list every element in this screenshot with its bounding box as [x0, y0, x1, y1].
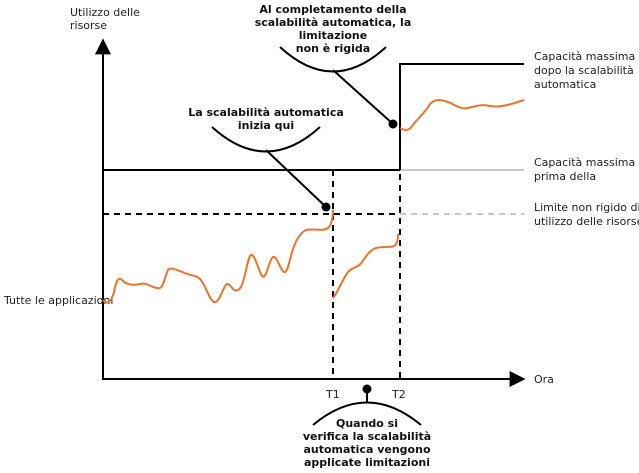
callout-autoscale-start-pointer [265, 149, 327, 208]
t2-label: T2 [391, 388, 406, 401]
x-axis-label: Ora [534, 373, 554, 386]
callout-throttling-line3: automatica vengono [303, 443, 430, 456]
y-axis-label-line2: risorse [70, 19, 107, 32]
usage-curve [102, 99, 525, 304]
callout-throttling-line4: applicate limitazioni [304, 456, 430, 469]
legend-soft-limit-line1: Limite non rigido di [534, 201, 639, 214]
y-tick-all-apps: Tutte le applicazioni [3, 294, 113, 307]
legend-max-after-line3: automatica [534, 78, 596, 91]
callout-autoscale-complete-line3: limitazione [299, 29, 367, 42]
y-axis-label-line1: Utilizzo delle [70, 6, 140, 19]
callout-autoscale-start-line1: La scalabilità automatica [188, 106, 344, 119]
callout-autoscale-complete-dot [388, 119, 398, 129]
callout-throttling-line2: verifica la scalabilità [303, 430, 431, 443]
callout-autoscale-start-dot [321, 202, 331, 212]
callout-throttling-arc [312, 401, 422, 426]
callout-autoscale-start-line2: inizia qui [238, 119, 294, 132]
callout-throttling-line1: Quando si [336, 417, 398, 430]
callout-autoscale-complete-pointer [332, 69, 394, 125]
legend-max-after-line1: Capacità massima [534, 50, 635, 63]
legend-soft-limit-line2: utilizzo delle risorse [534, 215, 639, 228]
t1-label: T1 [325, 388, 340, 401]
callout-autoscale-complete-line2: scalabilità automatica, la [255, 16, 412, 29]
callout-autoscale-complete-arc [279, 46, 387, 73]
legend-max-before-line1: Capacità massima [534, 156, 635, 169]
legend-max-before-line2: prima della [534, 170, 596, 183]
callout-autoscale-start-arc [211, 126, 321, 153]
callout-autoscale-complete-line1: Al completamento della [259, 3, 406, 16]
legend-max-after-line2: dopo la scalabilità [534, 64, 634, 77]
callout-autoscale-complete-line4: non è rigida [296, 42, 370, 55]
